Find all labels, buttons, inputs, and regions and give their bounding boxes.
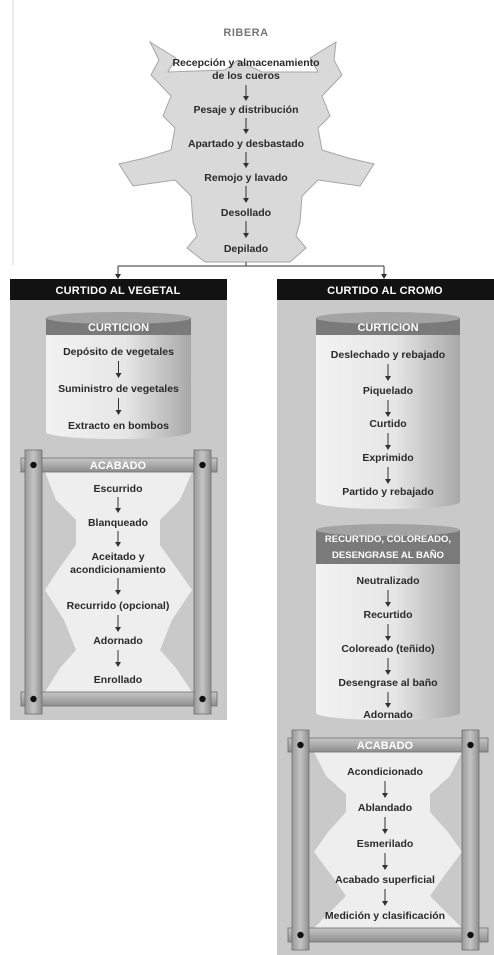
ribera-title: RIBERA	[223, 27, 268, 39]
arrow-icon	[115, 578, 121, 595]
arrow-icon	[385, 658, 391, 675]
arrow-icon	[115, 650, 121, 667]
cromo-acabado-step-5: Medición y clasificación	[325, 910, 445, 922]
cromo-recurtido-label-1: RECURTIDO, COLOREADO,	[325, 534, 451, 545]
vegetal-acabado-step-2: Blanqueado	[88, 517, 148, 529]
branch-connector	[115, 262, 387, 279]
vegetal-header-bar	[10, 279, 227, 300]
cromo-acabado-frame: ACABADO Acondicionado Ablandado Esmerila…	[287, 729, 489, 951]
cromo-recurtido-step-2: Recurtido	[363, 609, 412, 621]
cromo-column: CURTIDO AL CROMO CURTICION Deslechado y …	[277, 279, 494, 955]
cromo-curticion-step-2: Piquelado	[363, 385, 413, 397]
vegetal-curticion-cylinder: CURTICION Depósito de vegetales Suminist…	[46, 312, 191, 439]
cromo-recurtido-cylinder: RECURTIDO, COLOREADO, DESENGRASE AL BAÑO…	[316, 524, 460, 721]
vegetal-acabado-frame: ACABADO Escurrido Blanqueado Aceitado y …	[20, 449, 218, 715]
cromo-curticion-step-4: Exprimido	[362, 452, 413, 464]
vegetal-curticion-step-1: Depósito de vegetales	[63, 346, 174, 358]
arrow-icon	[115, 497, 121, 513]
arrow-icon	[243, 152, 249, 168]
vegetal-curticion-step-2: Suministro de vegetales	[58, 383, 179, 395]
arrow-icon	[385, 433, 391, 450]
cromo-recurtido-step-3: Coloreado (teñido)	[341, 643, 434, 655]
cromo-acabado-step-3: Esmerilado	[357, 838, 414, 850]
arrow-icon	[385, 624, 391, 641]
ribera-step-3: Apartado y desbastado	[188, 138, 304, 150]
ribera-step-4: Remojo y lavado	[204, 172, 287, 184]
arrow-icon	[385, 467, 391, 484]
arrow-icon	[243, 85, 249, 101]
cromo-acabado-step-1: Acondicionado	[347, 766, 423, 778]
cromo-header: CURTIDO AL CROMO	[327, 285, 443, 297]
vegetal-acabado-label: ACABADO	[90, 460, 147, 472]
ribera-section: RIBERA Recepción y almacenamiento de los…	[118, 27, 375, 263]
cromo-recurtido-step-5: Adornado	[363, 709, 413, 721]
arrow-icon	[115, 398, 122, 415]
ribera-step-6: Depilado	[224, 243, 268, 255]
arrow-icon	[382, 889, 388, 906]
arrow-icon	[382, 781, 388, 798]
vegetal-column: CURTIDO AL VEGETAL CURTICION Depósito de…	[10, 279, 227, 720]
vegetal-curticion-label: CURTICION	[88, 322, 149, 334]
vegetal-curticion-step-3: Extracto en bombos	[68, 420, 169, 432]
ribera-step-5: Desollado	[221, 207, 271, 219]
cromo-recurtido-label-2: DESENGRASE AL BAÑO	[332, 550, 444, 561]
cromo-curticion-label: CURTICION	[357, 322, 418, 334]
cromo-header-bar	[277, 279, 494, 300]
vegetal-acabado-step-3b: acondicionamiento	[70, 564, 166, 576]
vegetal-acabado-step-5: Adornado	[93, 635, 143, 647]
cromo-curticion-step-5: Partido y rebajado	[342, 486, 434, 498]
cromo-curticion-step-1: Deslechado y rebajado	[331, 349, 445, 361]
arrow-icon	[115, 615, 121, 632]
cromo-curticion-cylinder: CURTICION Deslechado y rebajado Piquelad…	[316, 312, 460, 509]
arrow-icon	[243, 186, 249, 203]
arrow-icon	[115, 361, 122, 378]
vegetal-acabado-step-3: Aceitado y	[91, 551, 144, 563]
cromo-recurtido-step-4: Desengrase al baño	[338, 677, 437, 689]
arrow-icon	[115, 531, 121, 547]
arrow-icon	[382, 817, 388, 834]
arrow-icon	[243, 118, 249, 134]
cromo-acabado-label: ACABADO	[357, 740, 414, 752]
arrow-icon	[385, 400, 391, 417]
arrow-icon	[243, 221, 249, 238]
cromo-curticion-step-3: Curtido	[369, 418, 406, 430]
vegetal-header: CURTIDO AL VEGETAL	[55, 285, 180, 297]
vegetal-acabado-step-1: Escurrido	[93, 483, 142, 495]
arrow-icon	[382, 853, 388, 870]
ribera-step-1: Recepción y almacenamiento	[172, 57, 319, 69]
cromo-acabado-hourglass	[314, 752, 462, 928]
arrow-icon	[385, 364, 391, 381]
ribera-step-1b: de los cueros	[212, 70, 280, 82]
cromo-recurtido-step-1: Neutralizado	[356, 575, 419, 587]
cromo-acabado-step-2: Ablandado	[358, 802, 412, 814]
vegetal-acabado-step-4: Recurrido (opcional)	[67, 600, 170, 612]
arrow-icon	[385, 692, 391, 708]
cromo-acabado-step-4: Acabado superficial	[335, 874, 435, 886]
vegetal-acabado-step-6: Enrollado	[94, 674, 142, 686]
ribera-step-2: Pesaje y distribución	[193, 104, 298, 116]
arrow-icon	[385, 590, 391, 607]
